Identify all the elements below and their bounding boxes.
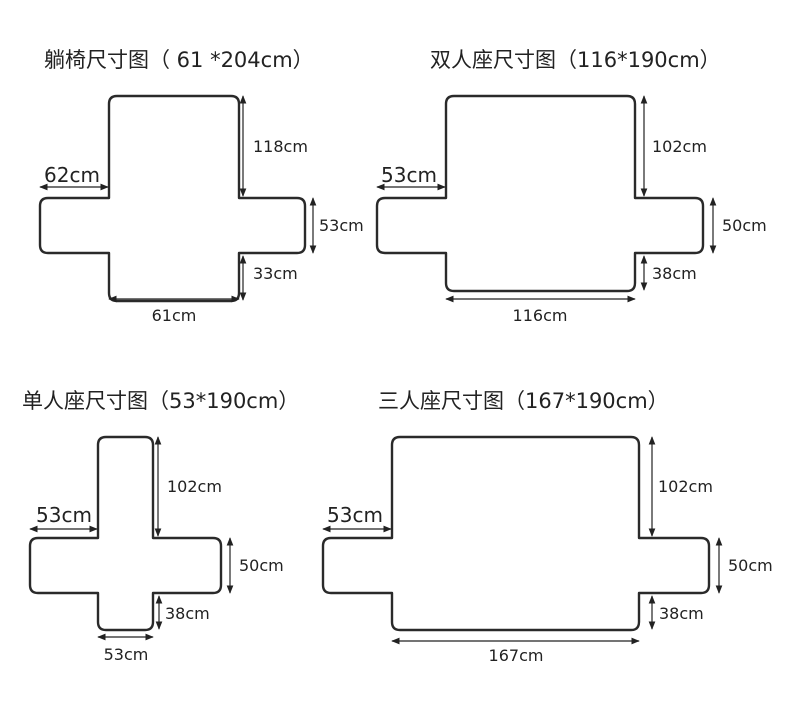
arm-height-label: 50cm <box>722 216 767 235</box>
seat-depth-label: 38cm <box>165 604 210 623</box>
cover-outline <box>321 435 711 632</box>
arm-height-label: 50cm <box>728 556 773 575</box>
diagram-single-seat: 单人座尺寸图（53*190cm） 102cm 53cm 50cm 38cm 53… <box>22 389 299 664</box>
top-width-label: 61cm <box>152 306 197 325</box>
diagram-loveseat: 双人座尺寸图（116*190cm） 102cm 53cm 50cm 38cm 1… <box>375 48 767 325</box>
diagram-title: 双人座尺寸图（116*190cm） <box>430 48 721 72</box>
back-height-label: 102cm <box>652 137 707 156</box>
cover-outline <box>375 94 705 293</box>
diagram-title: 三人座尺寸图（167*190cm） <box>378 389 669 413</box>
diagram-chaise: 躺椅尺寸图（ 61 *204cm） 118cm 62cm 53cm 33cm 6… <box>38 48 364 325</box>
top-width-label: 53cm <box>104 645 149 664</box>
seat-depth-label: 33cm <box>253 264 298 283</box>
cover-outline <box>28 435 223 632</box>
arm-width-label: 53cm <box>36 503 92 527</box>
back-height-label: 102cm <box>167 477 222 496</box>
diagram-title: 单人座尺寸图（53*190cm） <box>22 389 299 413</box>
diagram-title: 躺椅尺寸图（ 61 *204cm） <box>44 48 314 72</box>
top-width-label: 167cm <box>489 646 544 665</box>
diagram-three-seat: 三人座尺寸图（167*190cm） 102cm 53cm 50cm 38cm 1… <box>321 389 773 665</box>
arm-width-label: 53cm <box>327 503 383 527</box>
back-height-label: 118cm <box>253 137 308 156</box>
arm-height-label: 53cm <box>319 216 364 235</box>
seat-depth-label: 38cm <box>652 264 697 283</box>
arm-width-label: 62cm <box>44 163 100 187</box>
top-width-label: 116cm <box>513 306 568 325</box>
seat-depth-label: 38cm <box>659 604 704 623</box>
arm-width-label: 53cm <box>381 163 437 187</box>
back-height-label: 102cm <box>658 477 713 496</box>
arm-height-label: 50cm <box>239 556 284 575</box>
